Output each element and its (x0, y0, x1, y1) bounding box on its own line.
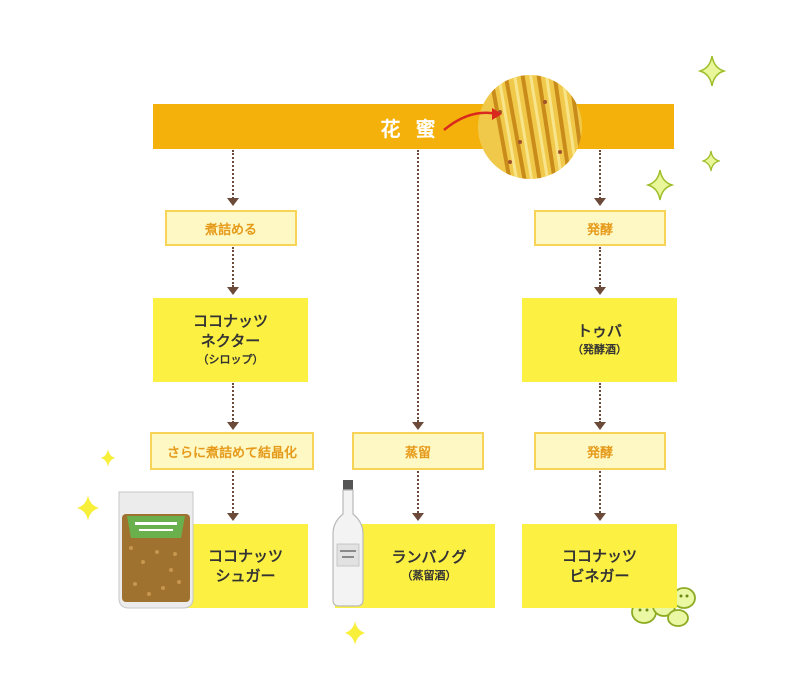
nectar-banner (153, 104, 674, 149)
flow-connector (232, 150, 234, 202)
process-ferment-1: 発酵 (534, 210, 666, 246)
process-ferment-2: 発酵 (534, 432, 666, 470)
flow-arrowhead (594, 422, 606, 430)
product-coconut-vinegar: ココナッツ ビネガー (522, 524, 677, 608)
product-tuba: トゥバ （発酵酒） (522, 298, 677, 382)
sparkle-icon (345, 621, 365, 645)
process-boil-down: 煮詰める (165, 210, 297, 246)
flow-connector (232, 247, 234, 287)
flow-connector (599, 471, 601, 513)
sparkle-icon (698, 55, 726, 87)
flow-arrowhead (594, 198, 606, 206)
product-note: （発酵酒） (572, 343, 627, 356)
nectar-title: 花 蜜 (380, 116, 440, 141)
liquor-bottle-image (332, 480, 364, 607)
product-name: ココナッツ (192, 312, 268, 330)
product-name: ランバノグ (391, 548, 467, 566)
flow-connector (417, 150, 419, 422)
flow-connector (232, 383, 234, 423)
sparkle-icon (702, 150, 720, 172)
sparkle-icon (77, 495, 99, 521)
flow-connector (417, 471, 419, 513)
product-note: （シロップ） (197, 353, 264, 366)
product-name: ココナッツ (207, 547, 283, 565)
flow-arrowhead (594, 287, 606, 295)
flow-arrowhead (227, 422, 239, 430)
flow-arrowhead (227, 513, 239, 521)
flow-connector (599, 383, 601, 423)
product-note: （蒸留酒） (401, 569, 457, 582)
product-coconut-nectar: ココナッツ ネクター （シロップ） (153, 298, 308, 382)
flow-arrowhead (412, 513, 424, 521)
product-name: ビネガー (569, 567, 630, 585)
product-name: ネクター (200, 332, 261, 350)
process-crystallize: さらに煮詰めて結晶化 (150, 432, 314, 470)
sparkle-icon (101, 449, 115, 467)
flow-arrowhead (227, 198, 239, 206)
product-name: トゥバ (576, 322, 622, 340)
red-arrow-icon (443, 108, 502, 131)
flow-connector (232, 471, 234, 513)
sugar-bag-image (118, 491, 194, 609)
sparkle-icon (646, 169, 674, 201)
product-name: シュガー (215, 567, 276, 585)
coconut-flower-image (478, 75, 582, 179)
flow-arrowhead (412, 422, 424, 430)
flow-arrowhead (227, 287, 239, 295)
product-name: ココナッツ (561, 547, 637, 565)
flow-connector (599, 247, 601, 287)
process-distill: 蒸留 (352, 432, 484, 470)
flow-connector (599, 150, 601, 202)
flow-arrowhead (594, 513, 606, 521)
